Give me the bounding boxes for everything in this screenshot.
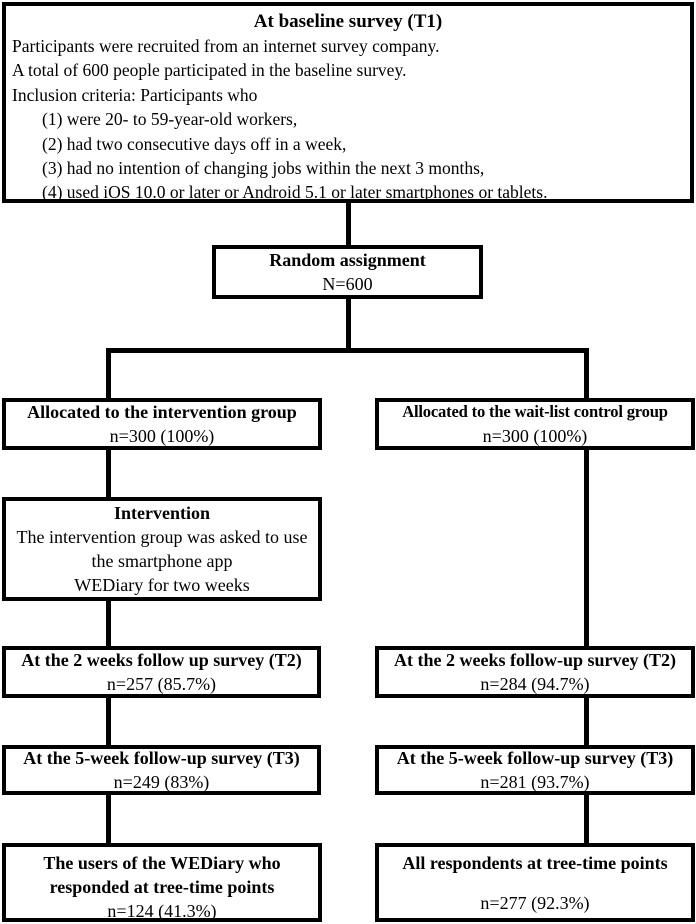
right-t2-n: n=284 (94.7%) xyxy=(480,674,590,694)
right-t3-box: At the 5-week follow-up survey (T3) n=28… xyxy=(375,745,695,795)
connector-right-t2-to-t3 xyxy=(584,696,589,747)
connector-right-alloc-to-t2 xyxy=(584,448,589,648)
baseline-title: At baseline survey (T1) xyxy=(253,11,443,32)
left-allocation-box: Allocated to the intervention group n=30… xyxy=(2,398,322,450)
random-assignment-box: Random assignment N=600 xyxy=(212,245,483,299)
left-allocation-title: Allocated to the intervention group xyxy=(27,402,297,422)
left-t3-title: At the 5-week follow-up survey (T3) xyxy=(23,748,300,768)
right-t2-title: At the 2 weeks follow-up survey (T2) xyxy=(394,650,676,670)
right-final-box: All respondents at tree-time points n=27… xyxy=(375,843,695,922)
baseline-criterion-1: (1) were 20- to 59-year-old workers, xyxy=(42,109,298,130)
connector-branch-to-left-alloc xyxy=(106,350,111,400)
right-final-title: All respondents at tree-time points xyxy=(402,853,668,873)
left-final-box: The users of the WEDiary who responded a… xyxy=(2,843,322,922)
intervention-box: Intervention The intervention group was … xyxy=(2,497,322,601)
connector-left-t3-to-final xyxy=(106,793,111,845)
right-allocation-title: Allocated to the wait-list control group xyxy=(402,402,668,421)
left-t3-n: n=249 (83%) xyxy=(113,772,210,792)
left-t2-n: n=257 (85.7%) xyxy=(106,674,217,694)
intervention-line-3: WEDiary for two weeks xyxy=(74,575,250,595)
connector-baseline-to-random xyxy=(346,202,351,247)
connector-left-t2-to-t3 xyxy=(106,696,111,747)
left-t3-box: At the 5-week follow-up survey (T3) n=24… xyxy=(2,745,321,795)
left-allocation-n: n=300 (100%) xyxy=(109,426,215,446)
intervention-line-2: the smartphone app xyxy=(91,551,233,571)
random-assignment-title: Random assignment xyxy=(269,250,426,270)
connector-right-t3-to-final xyxy=(584,793,589,845)
baseline-criterion-3: (3) had no intention of changing jobs wi… xyxy=(42,158,485,179)
left-final-n: n=124 (41.3%) xyxy=(107,901,217,921)
connector-branch-to-right-alloc xyxy=(584,350,589,400)
left-final-title-line-1: The users of the WEDiary who xyxy=(43,853,281,873)
right-t2-box: At the 2 weeks follow-up survey (T2) n=2… xyxy=(375,646,695,698)
left-final-title: The users of the WEDiary who responded a… xyxy=(6,851,318,899)
left-t2-title: At the 2 weeks follow up survey (T2) xyxy=(21,650,302,670)
baseline-line-3: Inclusion criteria: Participants who xyxy=(12,84,258,105)
intervention-line-1: The intervention group was asked to use xyxy=(16,527,308,547)
right-allocation-box: Allocated to the wait-list control group… xyxy=(375,398,695,450)
right-final-n: n=277 (92.3%) xyxy=(480,893,590,913)
connector-intervention-to-left-t2 xyxy=(106,599,111,648)
connector-left-alloc-to-intervention xyxy=(106,448,111,499)
connector-branch-horizontal xyxy=(106,348,589,353)
random-assignment-n: N=600 xyxy=(322,274,373,294)
baseline-criterion-4: (4) used iOS 10.0 or later or Android 5.… xyxy=(42,182,548,203)
right-allocation-n: n=300 (100%) xyxy=(482,426,588,446)
left-final-title-line-2: responded at tree-time points xyxy=(49,877,275,897)
baseline-line-2: A total of 600 people participated in th… xyxy=(12,60,407,81)
right-t3-title: At the 5-week follow-up survey (T3) xyxy=(396,748,674,768)
connector-random-to-branch xyxy=(346,296,351,350)
baseline-line-1: Participants were recruited from an inte… xyxy=(12,36,440,56)
baseline-survey-box: At baseline survey (T1) Participants wer… xyxy=(2,2,694,203)
intervention-title: Intervention xyxy=(114,503,210,523)
left-t2-box: At the 2 weeks follow up survey (T2) n=2… xyxy=(2,646,321,698)
baseline-criterion-2: (2) had two consecutive days off in a we… xyxy=(42,133,347,154)
right-t3-n: n=281 (93.7%) xyxy=(480,772,590,792)
